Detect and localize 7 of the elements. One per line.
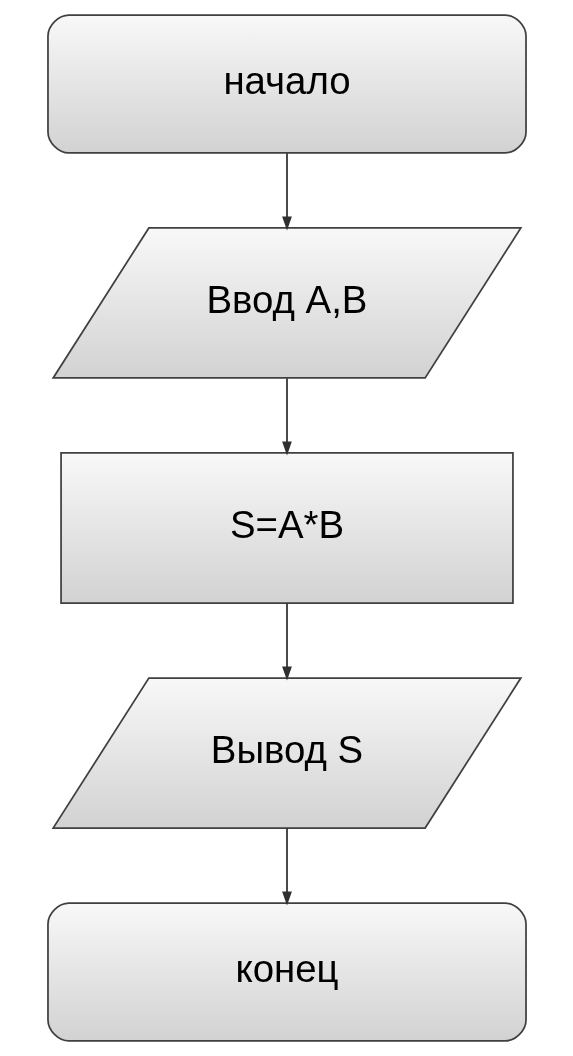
arrow — [281, 602, 292, 681]
arrow — [281, 152, 292, 231]
arrow — [281, 377, 292, 456]
node-box: начало — [46, 14, 527, 154]
arrow — [281, 827, 292, 906]
node-box: конец — [46, 902, 527, 1042]
node-box: S=A*B — [59, 452, 514, 604]
